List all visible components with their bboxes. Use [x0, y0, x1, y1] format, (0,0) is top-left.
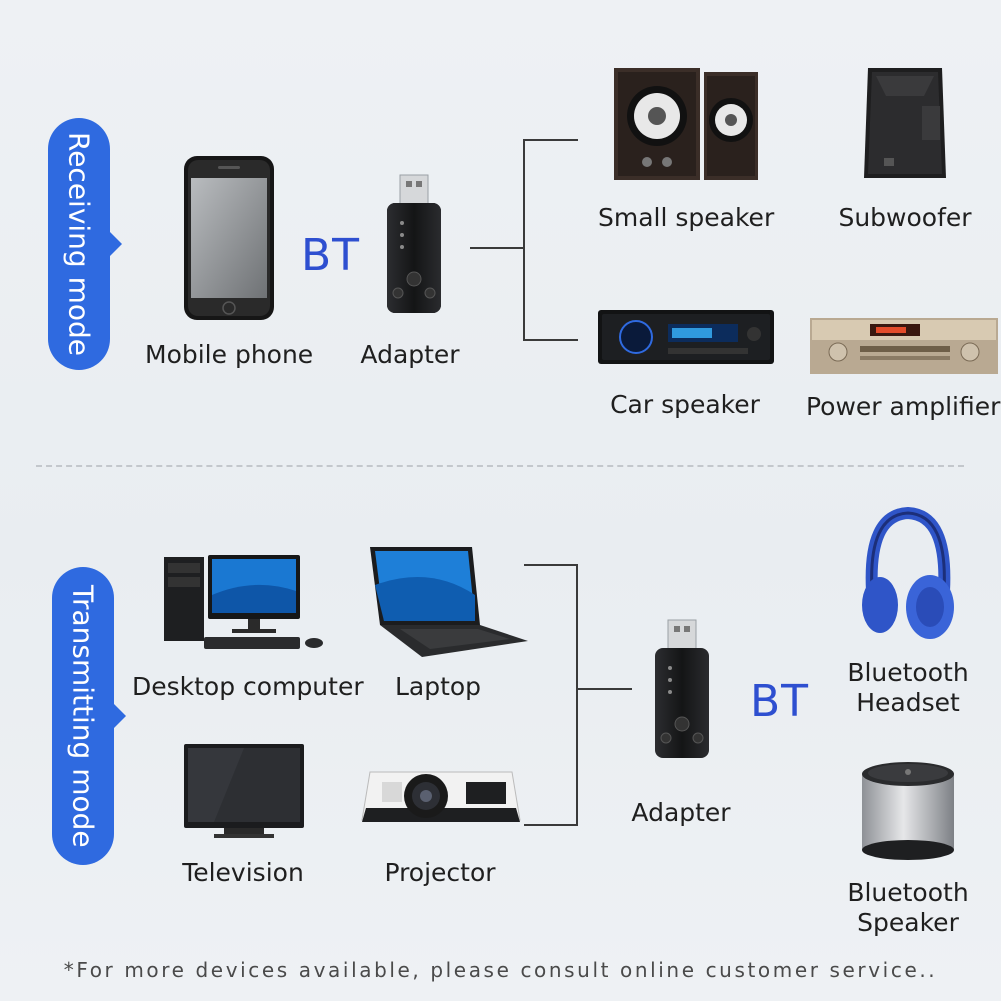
output-label-bluetooth-speaker: Bluetooth Speaker [830, 878, 986, 938]
desktop-computer-icon [164, 555, 323, 649]
adapter-label-receiving: Adapter [360, 340, 460, 369]
connector-line [523, 139, 578, 141]
source-label-projector: Projector [384, 858, 496, 887]
mobile-phone-icon [184, 156, 274, 320]
source-label-television: Television [182, 858, 304, 887]
receiving-mode-label: Receiving mode [62, 132, 96, 356]
bluetooth-speaker-icon [862, 762, 954, 860]
transmitting-mode-label: Transmitting mode [66, 584, 100, 848]
output-label-bluetooth-headset: Bluetooth Headset [830, 658, 986, 718]
receiving-bt-label: BT [301, 230, 361, 281]
connector-line [524, 564, 578, 566]
output-label-bluetooth-speaker-line1: Bluetooth [847, 878, 969, 907]
output-label-bluetooth-headset-line1: Bluetooth [847, 658, 969, 687]
connector-line [576, 564, 578, 826]
connector-line [524, 824, 578, 826]
connector-line [523, 139, 525, 341]
output-label-bluetooth-headset-line2: Headset [856, 688, 960, 717]
power-amplifier-icon [810, 318, 998, 374]
small-speaker-icon [614, 68, 758, 180]
footnote: *For more devices available, please cons… [63, 958, 938, 982]
subwoofer-icon [864, 68, 946, 178]
bluetooth-headset-icon [862, 506, 954, 639]
output-label-car-speaker: Car speaker [610, 390, 760, 419]
transmitting-bt-label: BT [750, 676, 810, 727]
output-label-subwoofer: Subwoofer [838, 203, 972, 232]
adapter-label-transmitting: Adapter [631, 798, 731, 827]
output-label-bluetooth-speaker-line2: Speaker [857, 908, 959, 937]
bluetooth-adapter-icon [655, 619, 709, 758]
connector-line [523, 339, 578, 341]
source-label-mobile-phone: Mobile phone [145, 340, 314, 369]
output-label-small-speaker: Small speaker [598, 203, 775, 232]
receiving-mode-badge: Receiving mode [48, 118, 122, 370]
section-divider [36, 465, 964, 467]
connector-line [576, 688, 632, 690]
connector-line [470, 247, 524, 249]
car-stereo-icon [598, 310, 774, 364]
source-label-laptop: Laptop [394, 672, 482, 701]
output-label-power-amplifier: Power amplifier [806, 392, 1001, 421]
television-icon [184, 744, 304, 838]
bluetooth-adapter-icon [387, 174, 441, 313]
projector-icon [361, 771, 521, 822]
laptop-icon [370, 547, 528, 657]
transmitting-mode-badge: Transmitting mode [52, 567, 126, 865]
source-label-desktop-computer: Desktop computer [132, 672, 364, 701]
